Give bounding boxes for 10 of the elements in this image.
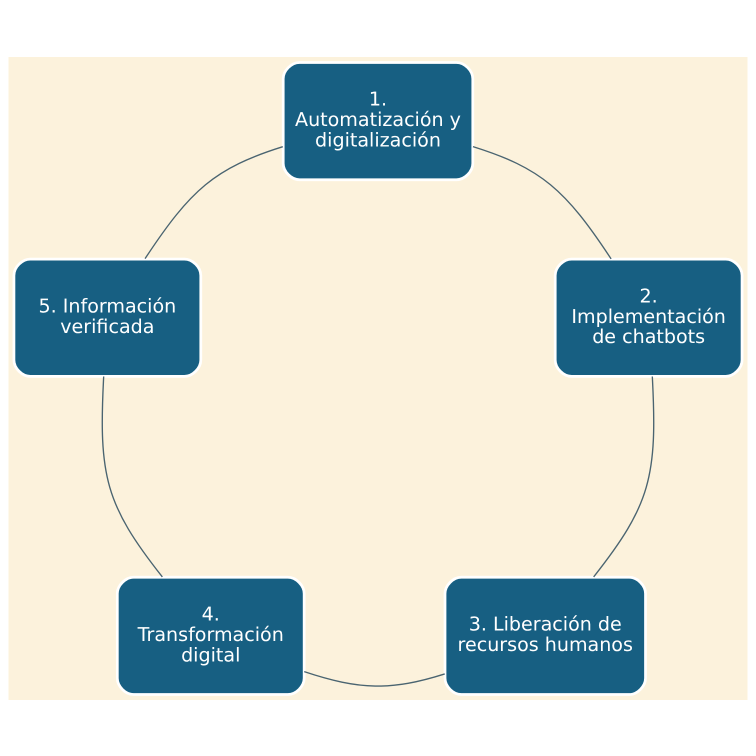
node-box: 3. Liberación de recursos humanos — [444, 575, 647, 696]
node-box: 4. Transformación digital — [116, 575, 306, 696]
node-box: 5. Información verificada — [12, 257, 202, 378]
connector — [593, 376, 654, 577]
connector — [144, 146, 283, 259]
node-box: 1. Automatización y digitalización — [282, 60, 474, 181]
node-box: 2. Implementación de chatbots — [554, 257, 744, 378]
connector — [304, 670, 445, 686]
connector — [472, 145, 612, 259]
connector — [102, 376, 163, 577]
